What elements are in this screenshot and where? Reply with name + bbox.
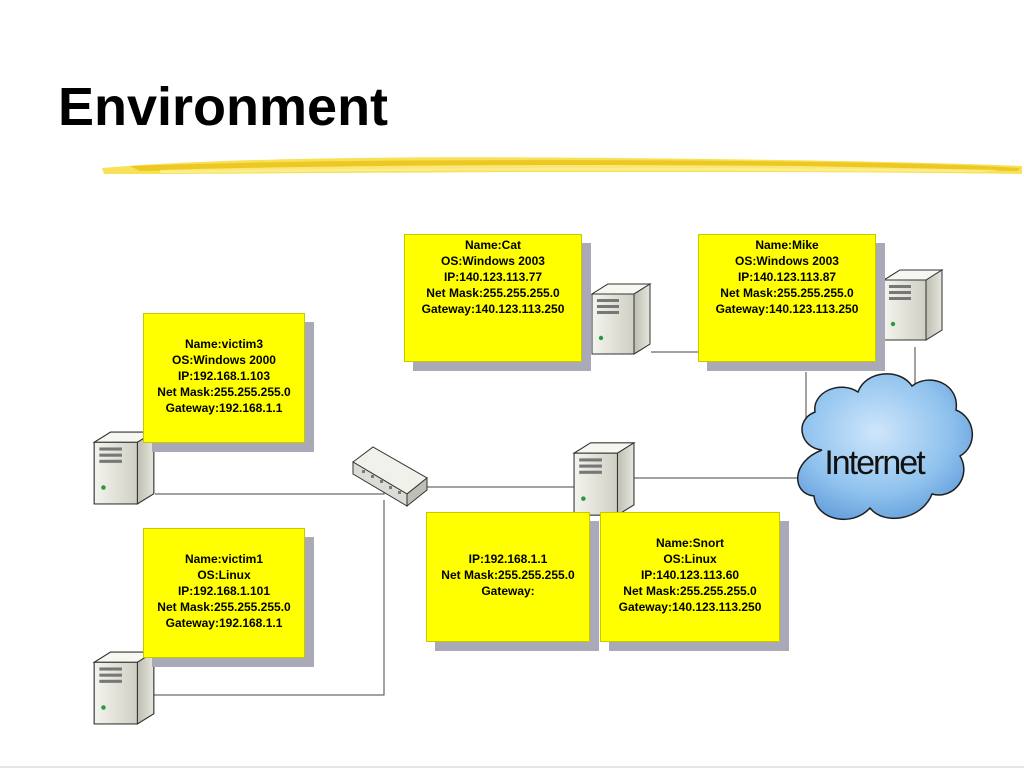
server-victim1-icon <box>93 651 155 725</box>
host-netmask: Net Mask:255.255.255.0 <box>441 568 575 582</box>
host-name: Name:victim1 <box>184 552 264 566</box>
host-netmask: Net Mask:255.255.255.0 <box>623 584 757 598</box>
host-netmask: Net Mask:255.255.255.0 <box>720 286 854 300</box>
host-os: OS:Windows 2000 <box>172 353 276 367</box>
server-cat-icon <box>591 283 651 355</box>
host-os: OS:Linux <box>197 568 251 582</box>
host-ip: IP:192.168.1.101 <box>177 584 271 598</box>
host-os: OS:Windows 2003 <box>735 254 839 268</box>
host-info-cat: Name:Cat OS:Windows 2003 IP:140.123.113.… <box>404 234 582 362</box>
host-ip: IP:140.123.113.77 <box>443 270 543 284</box>
host-os: OS:Windows 2003 <box>441 254 545 268</box>
host-name: Name:victim3 <box>184 337 264 351</box>
host-info-snort: Name:Snort OS:Linux IP:140.123.113.60 Ne… <box>600 512 780 642</box>
host-netmask: Net Mask:255.255.255.0 <box>426 286 560 300</box>
link-switch-victim3 <box>155 487 385 495</box>
internet-label: Internet <box>824 444 926 482</box>
host-gateway: Gateway:140.123.113.250 <box>421 302 565 316</box>
host-gateway: Gateway:192.168.1.1 <box>165 616 283 630</box>
switch-icon <box>352 446 428 508</box>
host-info-victim1: Name:victim1 OS:Linux IP:192.168.1.101 N… <box>143 528 305 658</box>
bottom-divider <box>0 766 1024 768</box>
server-snort-icon <box>573 442 635 516</box>
host-ip: IP:192.168.1.103 <box>177 369 271 383</box>
host-gateway: Gateway:140.123.113.250 <box>715 302 859 316</box>
host-ip: IP:140.123.113.87 <box>737 270 837 284</box>
host-gateway: Gateway:140.123.113.250 <box>618 600 762 614</box>
host-ip: IP:140.123.113.60 <box>640 568 740 582</box>
host-name: Name:Cat <box>464 238 521 252</box>
link-switch-victim1 <box>150 500 385 696</box>
host-gateway: Gateway:192.168.1.1 <box>165 401 283 415</box>
host-name: Name:Snort <box>655 536 724 550</box>
host-os: OS:Linux <box>663 552 717 566</box>
internet-cloud-icon: Internet <box>797 373 974 521</box>
host-ip: IP:192.168.1.1 <box>468 552 548 566</box>
host-info-victim3: Name:victim3 OS:Windows 2000 IP:192.168.… <box>143 313 305 443</box>
host-gateway: Gateway: <box>481 584 535 598</box>
host-name: Name:Mike <box>755 238 819 252</box>
host-info-mike: Name:Mike OS:Windows 2003 IP:140.123.113… <box>698 234 876 362</box>
host-netmask: Net Mask:255.255.255.0 <box>157 600 291 614</box>
title-underline <box>102 157 1022 174</box>
host-info-snort-inner: IP:192.168.1.1 Net Mask:255.255.255.0 Ga… <box>426 512 590 642</box>
host-netmask: Net Mask:255.255.255.0 <box>157 385 291 399</box>
slide-title: Environment <box>58 77 389 137</box>
server-mike-icon <box>883 269 943 341</box>
